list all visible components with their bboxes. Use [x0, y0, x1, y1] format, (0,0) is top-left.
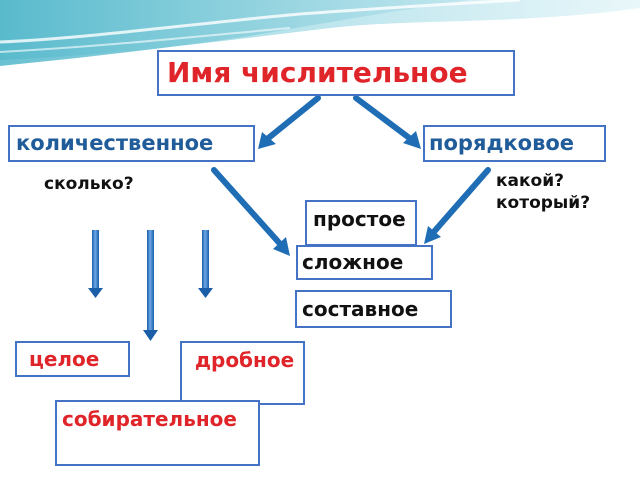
arrow-down-left: [88, 230, 103, 298]
title-box: Имя числительное: [157, 50, 515, 96]
ordinal-box: порядковое: [423, 125, 606, 162]
whole-box: целое: [15, 341, 130, 377]
compound-text: сложное: [302, 250, 404, 274]
arrow-down-middle: [143, 230, 158, 341]
question-quantitative: сколько?: [44, 174, 134, 194]
simple-text: простое: [313, 207, 406, 231]
quantitative-text: количественное: [16, 131, 214, 155]
arrow-quantitative-to-compound: [211, 167, 290, 256]
ordinal-text: порядковое: [429, 131, 575, 155]
arrow-title-to-ordinal: [353, 95, 421, 149]
quantitative-box: количественное: [8, 125, 255, 162]
arrow-ordinal-to-compound: [424, 167, 491, 244]
title-text: Имя числительное: [167, 56, 468, 89]
compound-box: сложное: [296, 245, 433, 280]
collective-box: собирательное: [55, 400, 260, 466]
arrow-down-right: [198, 230, 213, 298]
fractional-box: дробное: [180, 341, 305, 405]
simple-box: простое: [305, 200, 417, 246]
whole-text: целое: [29, 347, 100, 371]
composite-text: составное: [302, 297, 419, 321]
fractional-text: дробное: [194, 348, 295, 372]
arrow-title-to-quantitative: [258, 95, 321, 149]
question-ordinal: какой? который?: [496, 171, 591, 213]
collective-text: собирательное: [62, 407, 237, 431]
composite-box: составное: [295, 290, 452, 328]
